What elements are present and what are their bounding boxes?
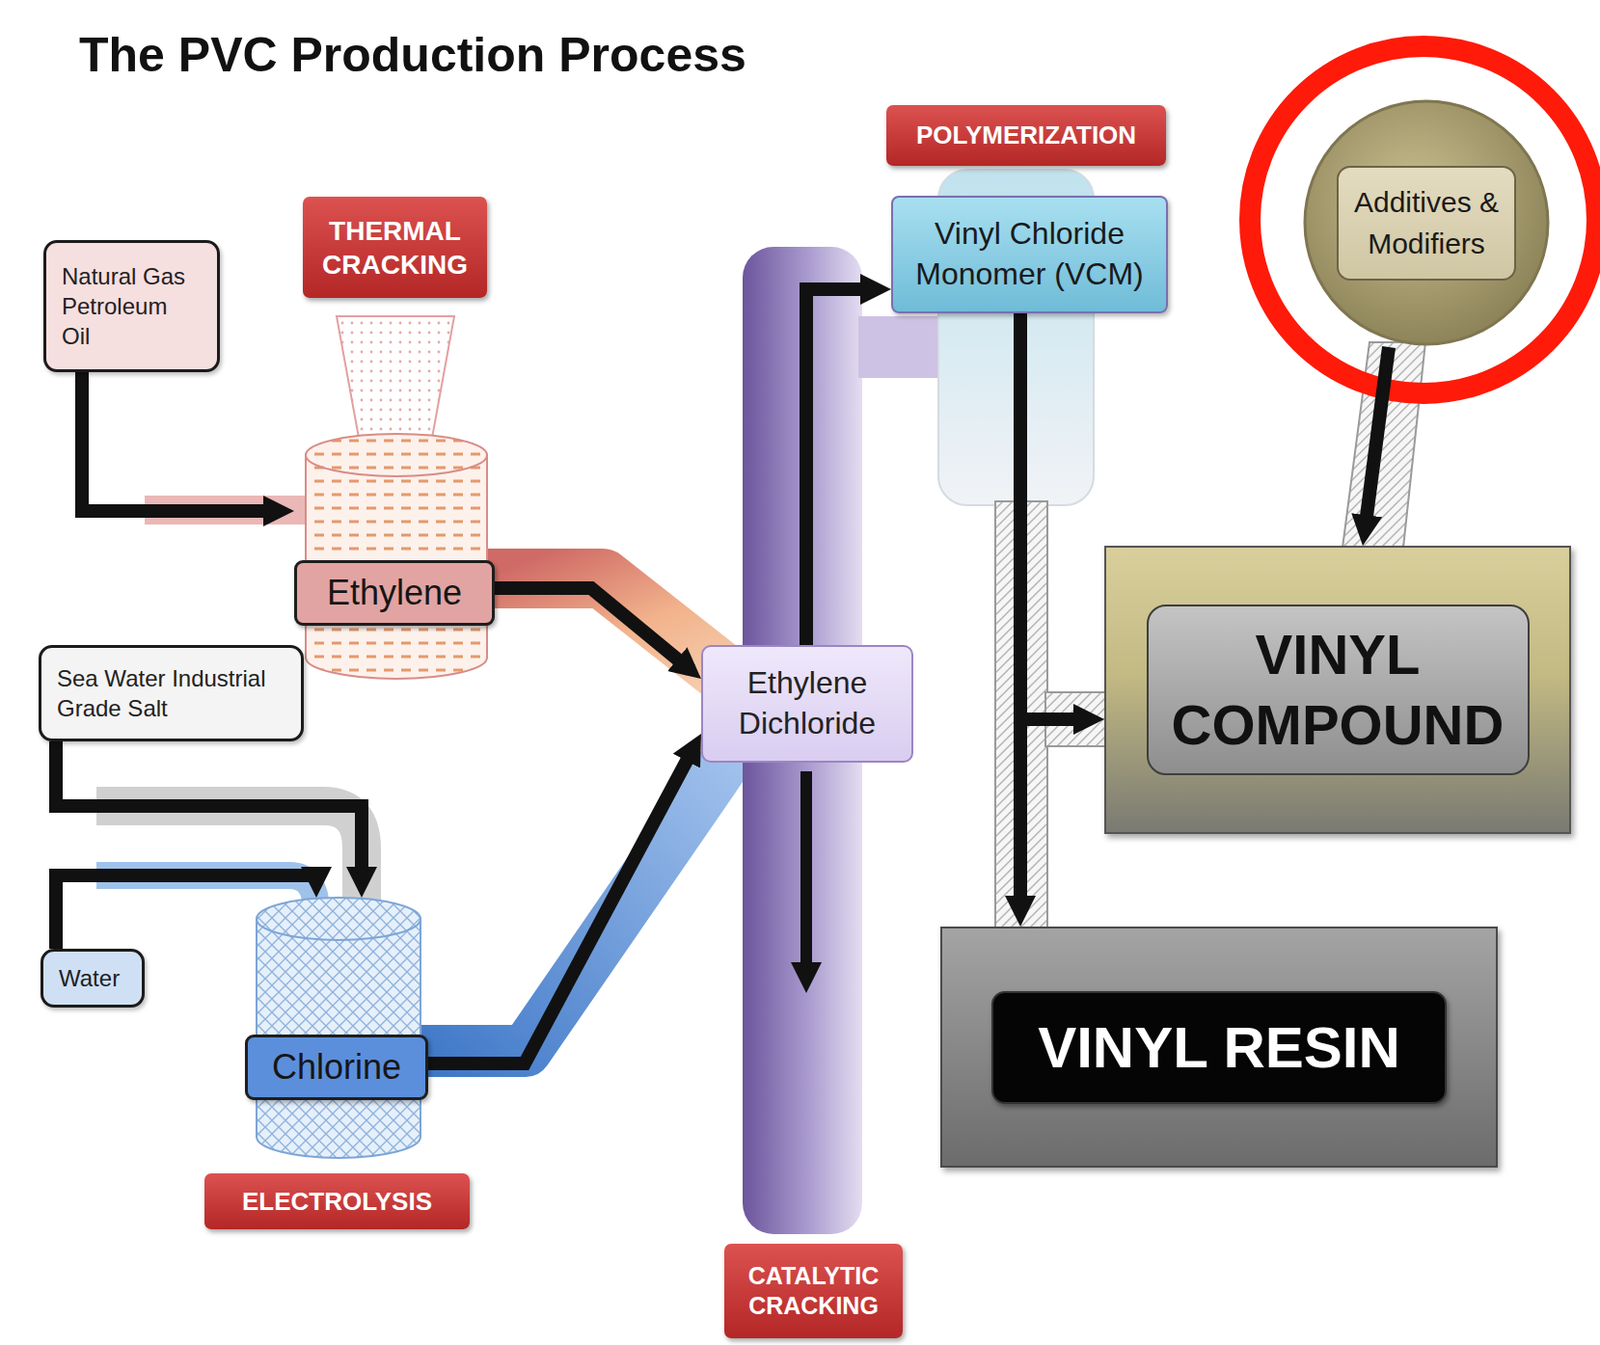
node-text: POLYMERIZATION [916, 119, 1137, 152]
intermediate-box: Ethylene Dichloride [701, 645, 914, 763]
node-text: VINYL COMPOUND [1146, 604, 1530, 776]
node-text: Vinyl Chloride Monomer (VCM) [900, 214, 1159, 295]
node-text: Ethylene [294, 560, 495, 626]
additives-circle: Additives & Modifiers [1301, 98, 1551, 348]
cylinder-top [256, 897, 421, 941]
step-label: POLYMERIZATION [886, 105, 1167, 166]
resin-panel: VINYL RESIN [940, 926, 1498, 1168]
flow-arrow [1020, 313, 1091, 720]
node-text: THERMAL CRACKING [312, 214, 478, 282]
column-flow-head [790, 962, 822, 994]
node-text: CATALYTIC CRACKING [733, 1261, 894, 1323]
step-label: THERMAL CRACKING [302, 196, 488, 299]
cylinder-outline [294, 433, 495, 679]
step-label: ELECTROLYSIS [204, 1173, 470, 1230]
cracker-cylinder: Ethylene [294, 433, 495, 679]
flow-arrow [806, 289, 878, 646]
node-text: Natural Gas Petroleum Oil [61, 261, 202, 353]
node-text: Water [58, 963, 120, 994]
node-text: ELECTROLYSIS [242, 1186, 433, 1219]
node-text: Sea Water Industrial Grade Salt [56, 663, 286, 724]
flow-arrow [428, 745, 695, 1064]
flow-arrow [55, 741, 362, 885]
highlight-ring [1249, 46, 1598, 394]
flow-arrow [494, 588, 691, 671]
feedstock-box: Natural Gas Petroleum Oil [43, 240, 220, 373]
feedstock-box: Sea Water Industrial Grade Salt [38, 645, 304, 742]
node-text: Additives & Modifiers [1336, 165, 1517, 281]
diagram-title: The PVC Production Process [79, 27, 747, 83]
chlorine-band [414, 725, 751, 1052]
flow-arrow [1364, 347, 1389, 533]
cylinder-top [305, 433, 488, 477]
flow-arrow [1013, 313, 1028, 914]
feedstock-box: Water [40, 949, 145, 1008]
step-label: CATALYTIC CRACKING [724, 1244, 903, 1339]
column-flow-arrow [800, 771, 813, 967]
electrolysis-cylinder: Chlorine [244, 897, 429, 1159]
circle-body [1304, 101, 1548, 345]
compound-panel: VINYL COMPOUND [1104, 545, 1572, 835]
node-text: Ethylene Dichloride [710, 663, 904, 744]
flow-arrow [81, 372, 281, 512]
node-text: VINYL RESIN [991, 991, 1447, 1105]
monomer-box: Vinyl Chloride Monomer (VCM) [891, 195, 1168, 314]
cylinder-outline [244, 897, 429, 1159]
node-text: Chlorine [244, 1034, 429, 1101]
